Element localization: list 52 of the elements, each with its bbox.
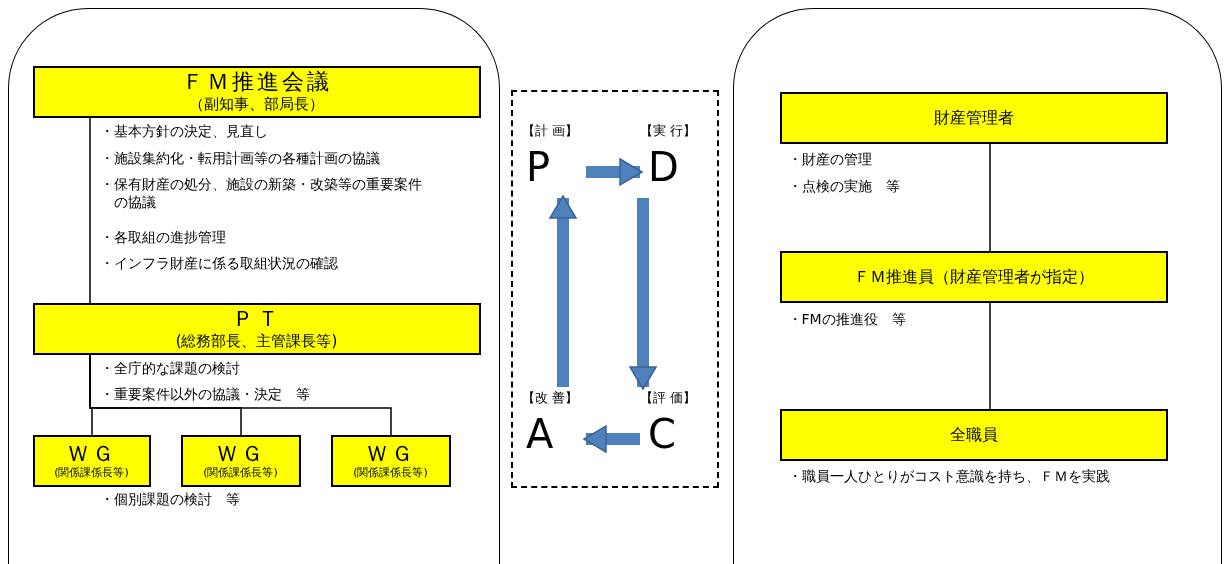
org-box <box>180 434 301 487</box>
box-subtitle: （副知事、部局長） <box>189 94 324 113</box>
phase-letter: P <box>525 143 552 192</box>
phase-label: 【計 画】 <box>522 122 580 140</box>
bullet-text: ・基本方針の決定、見直し <box>99 121 268 140</box>
bullet-text: ・保有財産の処分、施設の新築・改築等の重要案件の協議 <box>99 174 423 211</box>
org-box <box>32 65 481 118</box>
bullet-text: ・財産の管理 <box>787 149 872 168</box>
org-box <box>330 434 451 487</box>
block-arrow <box>586 158 643 186</box>
org-box <box>779 408 1168 461</box>
box-title: ＰＴ <box>231 307 282 332</box>
connector-line <box>989 143 991 252</box>
rounded-panel <box>733 8 1222 564</box>
connector-line <box>89 354 392 436</box>
box-title: 全職員 <box>949 425 998 444</box>
org-box <box>32 302 481 355</box>
org-box <box>779 250 1168 303</box>
box-title: ＷＧ <box>365 441 416 466</box>
bullet-text: ・FMの推進役 等 <box>787 309 906 328</box>
block-arrow <box>583 425 640 453</box>
org-box <box>779 91 1168 144</box>
bullet-text: ・点検の実施 等 <box>787 176 900 195</box>
box-title: ＦＭ推進会議 <box>181 70 332 95</box>
box-title: ＷＧ <box>215 441 266 466</box>
phase-letter: A <box>525 410 555 459</box>
block-arrow <box>549 195 577 387</box>
bullet-text: ・個別課題の検討 等 <box>99 489 240 508</box>
box-title: ＦＭ推進員（財産管理者が指定） <box>853 267 1094 286</box>
phase-label: 【評 価】 <box>640 389 698 407</box>
bullet-text: ・各取組の進捗管理 <box>99 227 226 246</box>
box-title: ＷＧ <box>66 441 117 466</box>
bullet-text: ・全庁的な課題の検討 <box>99 358 240 377</box>
box-subtitle: (関係課係長等) <box>353 466 428 480</box>
block-arrow <box>629 198 657 390</box>
box-subtitle: (関係課係長等) <box>54 466 129 480</box>
phase-label: 【改 善】 <box>522 389 580 407</box>
org-box <box>32 434 151 487</box>
bullet-text: ・重要案件以外の協議・決定 等 <box>99 384 310 403</box>
rounded-panel <box>8 8 500 564</box>
dashed-frame <box>511 90 719 488</box>
bullet-text: ・職員一人ひとりがコスト意識を持ち、ＦＭを実践 <box>787 466 1110 485</box>
connector-line <box>989 302 991 410</box>
box-subtitle: (関係課係長等) <box>203 466 278 480</box>
connector-line <box>89 117 91 304</box>
bullet-text: ・インフラ財産に係る取組状況の確認 <box>99 253 338 272</box>
box-subtitle: (総務部長、主管課長等) <box>175 331 338 350</box>
bullet-text: ・施設集約化・転用計画等の各種計画の協議 <box>99 148 380 167</box>
box-title: 財産管理者 <box>933 108 1014 127</box>
phase-label: 【実 行】 <box>640 122 698 140</box>
phase-letter: D <box>647 143 680 192</box>
phase-letter: C <box>647 410 677 459</box>
